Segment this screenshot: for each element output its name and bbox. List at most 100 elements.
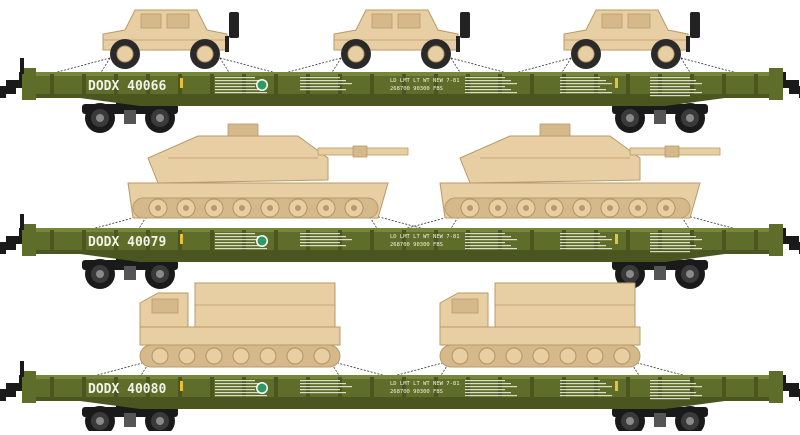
spring-pack: [124, 110, 136, 124]
stake-pocket: [402, 377, 406, 397]
stencil-block: [300, 83, 352, 85]
stencil-block: [215, 80, 261, 82]
stencil-block: [650, 89, 696, 91]
stencil-block: [300, 389, 340, 391]
stencil-block: [560, 89, 606, 91]
launcher-road-wheel: [586, 347, 604, 365]
brake-staff: [20, 361, 24, 377]
stencil-block: [300, 242, 340, 244]
stencil-block: [560, 380, 600, 382]
stencil-block: [300, 392, 346, 394]
launcher-road-wheel: [505, 347, 523, 365]
humvee-mirror-arm: [456, 36, 460, 52]
humvee-window: [166, 13, 190, 29]
launcher-road-wheel: [313, 347, 331, 365]
humvee-window: [140, 13, 162, 29]
uncoupling-lever: [783, 72, 786, 82]
tie-down-chain: [450, 57, 512, 75]
deck-fishbelly: [80, 98, 725, 106]
humvee-hub: [427, 45, 445, 63]
launcher-window: [451, 298, 479, 314]
stencil-block: [215, 239, 267, 241]
stake-pocket: [82, 377, 86, 397]
deck-end-right: [769, 224, 783, 256]
humvee-window: [601, 13, 623, 29]
tank-wheel-hub: [295, 205, 301, 211]
stencil-block: [215, 245, 261, 247]
stencil-block: [465, 239, 517, 241]
tank-wheel-hub: [323, 205, 329, 211]
stencil-block: [215, 233, 255, 235]
wheel-axle: [626, 417, 634, 425]
stencil-block: [650, 245, 696, 247]
stencil-block: [560, 392, 606, 394]
tie-down-chain: [629, 360, 691, 378]
coupler: [0, 383, 22, 401]
stencil-block: [465, 395, 517, 397]
humvee-hub: [657, 45, 675, 63]
launcher-road-wheel: [478, 347, 496, 365]
stencil-block: [650, 395, 702, 397]
stake-pocket: [274, 377, 278, 397]
launcher-road-wheel: [451, 347, 469, 365]
stake-pocket: [114, 377, 118, 397]
tank-turret: [147, 135, 329, 184]
deck-bottom-edge: [30, 397, 775, 401]
tie-down-chain: [680, 57, 692, 75]
humvee-mirror: [229, 12, 239, 38]
stencil-block: [560, 248, 612, 250]
stencil-block: [650, 242, 690, 244]
uncoupling-lever: [19, 72, 22, 82]
launcher-load: [89, 282, 391, 378]
tie-down-chain: [329, 360, 341, 378]
launcher-road-wheel: [286, 347, 304, 365]
stencil-block: [215, 389, 255, 391]
stake-pocket: [754, 230, 758, 250]
stencil-block: [465, 245, 511, 247]
deck-end-left: [22, 371, 36, 403]
marker-dot: [257, 383, 267, 393]
tank-wheel-hub: [351, 205, 357, 211]
stencil-block: [465, 389, 505, 391]
tie-down-chain: [330, 57, 342, 75]
stencil-block: [650, 251, 690, 253]
tank-wheel-hub: [663, 205, 669, 211]
stencil-block: [560, 242, 600, 244]
tie-down-chain: [219, 57, 231, 75]
tank-wheel-hub: [607, 205, 613, 211]
stencil-block: [560, 389, 600, 391]
tank-wheel-hub: [523, 205, 529, 211]
stencil-block: [300, 236, 346, 238]
stencil-block: [560, 383, 606, 385]
stencil-block: [650, 92, 702, 94]
capacity-stencil: LD LMT LT WT NEW 7-81: [390, 381, 460, 387]
stencil-block: [650, 398, 690, 400]
stake-pocket: [146, 377, 150, 397]
weight-stencil: 268700 90300 FBS: [390, 242, 443, 248]
tie-down-chain: [139, 360, 151, 378]
stake-pocket: [626, 377, 630, 397]
humvee-hub: [577, 45, 595, 63]
stake-pocket: [82, 74, 86, 94]
stake-pocket: [754, 377, 758, 397]
stake-pocket: [434, 74, 438, 94]
stencil-block: [650, 95, 690, 97]
stencil-block: [465, 248, 517, 250]
tank-track: [132, 197, 379, 219]
stencil-block: [560, 239, 612, 241]
stencil-block: [465, 83, 517, 85]
humvee-mirror: [460, 12, 470, 38]
stencil-block: [300, 89, 346, 91]
deck-fishbelly: [80, 401, 725, 409]
deck-bottom-edge: [30, 250, 775, 254]
reporting-mark: DODX 40080: [88, 382, 166, 397]
stencil-block: [465, 89, 511, 91]
stencil-block: [560, 92, 612, 94]
stake-pocket: [434, 377, 438, 397]
stake-pocket: [50, 377, 54, 397]
tank-load: [399, 123, 741, 231]
tie-down-chain: [280, 57, 342, 75]
stencil-block: [465, 242, 505, 244]
